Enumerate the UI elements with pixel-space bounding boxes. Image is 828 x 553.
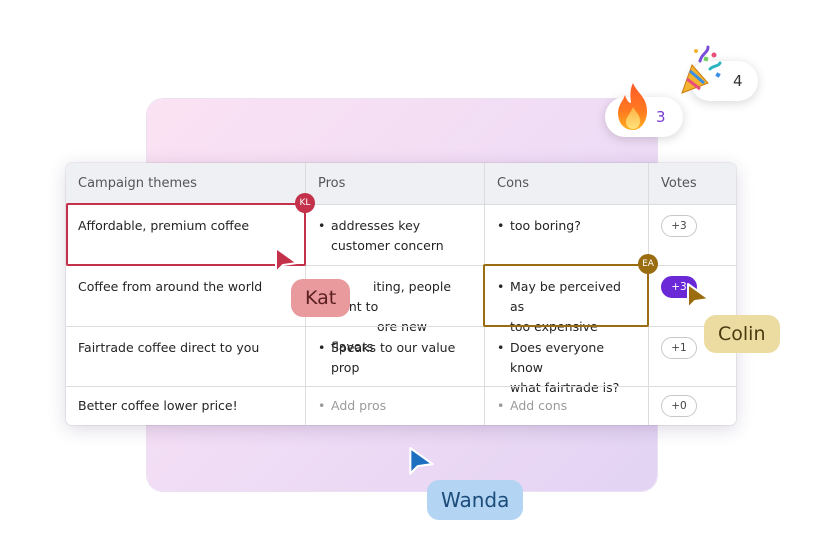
bullet-dot: • <box>497 218 505 233</box>
colin-initials-badge: EA <box>638 254 658 274</box>
bullet-item: • addresses key customer concern <box>318 216 472 256</box>
kat-selection-outline <box>66 203 306 266</box>
votes-cell: +0 <box>648 387 736 425</box>
cons-text: too boring? <box>510 218 581 233</box>
theme-cell[interactable]: Better coffee lower price! <box>78 398 238 413</box>
theme-cell[interactable]: Coffee from around the world <box>78 279 263 294</box>
campaign-table: Campaign themes Pros Cons Votes Affordab… <box>66 163 736 425</box>
theme-cell[interactable]: Affordable, premium coffee <box>78 218 250 233</box>
pros-text: addresses key customer concern <box>331 216 444 256</box>
colin-selection-outline <box>483 264 649 327</box>
party-reaction-pill[interactable]: 4 <box>681 45 758 101</box>
vote-button[interactable]: +1 <box>661 337 697 359</box>
fire-reaction-pill[interactable]: 3 <box>605 83 683 137</box>
bullet-dot: • <box>318 340 326 355</box>
pros-cell[interactable]: • Speaks to our value prop <box>305 327 484 386</box>
table-row: Affordable, premium coffee • addresses ke… <box>66 204 736 265</box>
column-header-campaign-themes[interactable]: Campaign themes <box>78 175 197 191</box>
add-cons-field[interactable]: • Add cons <box>484 387 648 425</box>
kat-initials-badge: KL <box>295 193 315 213</box>
table-row: Better coffee lower price! • Add pros • Ad… <box>66 386 736 425</box>
fire-reaction-count: 3 <box>656 108 666 126</box>
column-header-pros[interactable]: Pros <box>305 163 484 204</box>
table-header-row: Campaign themes Pros Cons Votes <box>66 163 736 204</box>
kat-cursor-icon <box>275 247 298 273</box>
table-row: Fairtrade coffee direct to you • Speaks t… <box>66 326 736 395</box>
fire-icon <box>618 83 647 130</box>
column-header-cons[interactable]: Cons <box>484 163 648 204</box>
pros-line: addresses key <box>331 218 421 233</box>
cons-text: Does everyone know what fairtrade is? <box>510 338 636 398</box>
add-pros-field[interactable]: • Add pros <box>305 387 484 425</box>
kat-name-tag: Kat <box>291 279 351 317</box>
bullet-item: • too boring? <box>497 216 636 236</box>
wanda-name-tag: Wanda <box>427 480 524 520</box>
party-reaction-count: 4 <box>733 72 743 90</box>
votes-cell: +1 <box>648 327 736 386</box>
bullet-dot: • <box>497 398 505 413</box>
bullet-dot: • <box>318 398 326 413</box>
bullet-dot: • <box>497 279 505 294</box>
column-header-votes[interactable]: Votes <box>648 163 736 204</box>
vote-button[interactable]: +0 <box>661 395 697 417</box>
add-cons-placeholder: Add cons <box>510 398 568 413</box>
cons-line: what fairtrade is? <box>510 380 620 395</box>
party-popper-icon <box>681 45 722 94</box>
cons-cell[interactable]: • Does everyone know what fairtrade is? <box>484 327 648 395</box>
pros-line: ore new flavors <box>331 319 428 354</box>
bullet-item: • Does everyone know what fairtrade is? <box>497 338 636 398</box>
pros-text: Speaks to our value prop <box>331 340 456 375</box>
pros-line: customer concern <box>331 238 444 253</box>
add-pros-placeholder: Add pros <box>331 398 387 413</box>
bullet-dot: • <box>318 218 326 233</box>
colin-name-tag: Colin <box>704 315 780 353</box>
theme-cell[interactable]: Fairtrade coffee direct to you <box>78 340 260 355</box>
cons-cell[interactable]: • too boring? <box>484 205 648 265</box>
colin-cursor-icon <box>687 283 710 309</box>
votes-cell: +3 <box>648 205 736 265</box>
pros-cell[interactable]: • addresses key customer concern <box>305 205 484 265</box>
vote-button[interactable]: +3 <box>661 215 697 237</box>
bullet-item: • Speaks to our value prop <box>318 338 472 378</box>
bullet-dot: • <box>497 340 505 355</box>
cons-line: May be perceived as <box>510 279 621 314</box>
cons-line: Does everyone know <box>510 340 605 375</box>
wanda-cursor-icon <box>409 447 434 475</box>
